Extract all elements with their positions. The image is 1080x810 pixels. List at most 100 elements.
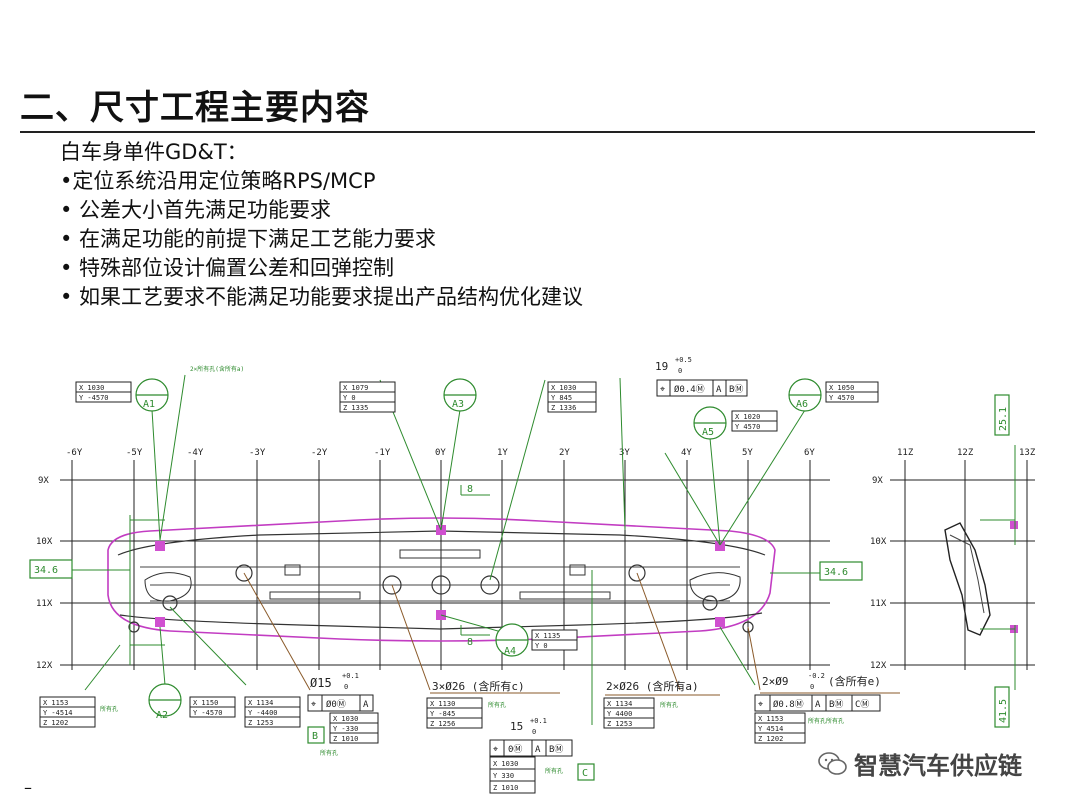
grid-label: 4Y bbox=[681, 448, 692, 458]
datum-label-a1: A1 bbox=[143, 399, 155, 410]
svg-text:所有孔: 所有孔 bbox=[545, 767, 563, 775]
svg-text:+0.1: +0.1 bbox=[530, 717, 547, 725]
grid-label: 0Y bbox=[435, 448, 446, 458]
svg-text:Y 4570: Y 4570 bbox=[735, 423, 760, 431]
svg-text:2×Ø9: 2×Ø9 bbox=[762, 675, 789, 688]
svg-text:Z 1010: Z 1010 bbox=[493, 784, 518, 792]
svg-text:⌖: ⌖ bbox=[493, 745, 498, 755]
hole-15-lower-callout: 15 +0.1 0 ⌖ 0Ⓜ A BⓂ bbox=[489, 717, 573, 757]
svg-text:Y 0: Y 0 bbox=[343, 394, 356, 402]
grid-label: -5Y bbox=[126, 448, 143, 458]
bullet-item: • 公差大小首先满足功能要求 bbox=[60, 198, 332, 222]
svg-text:Z 1202: Z 1202 bbox=[43, 719, 68, 727]
svg-text:X 1020: X 1020 bbox=[735, 413, 760, 421]
grid-label: 11X bbox=[36, 599, 53, 609]
bullet-item: • 特殊部位设计偏置公差和回弹控制 bbox=[60, 256, 395, 280]
grid-label: 9X bbox=[872, 476, 883, 486]
grid-label: 11Z bbox=[897, 448, 914, 458]
grid-label: 12Z bbox=[957, 448, 974, 458]
svg-text:+0.1: +0.1 bbox=[342, 672, 359, 680]
grid-label: 12X bbox=[870, 661, 887, 671]
hole-notes: 3×Ø26 (含所有c) 2×Ø26 (含所有a) 2×Ø9 -0.2 0 (含… bbox=[432, 672, 881, 693]
bullet-list: 白车身单件GD&T： •定位系统沿用定位策略RPS/MCP • 公差大小首先满足… bbox=[60, 138, 583, 312]
dim-25: 25.1 bbox=[998, 407, 1009, 431]
y-grid-lines bbox=[60, 460, 830, 670]
svg-text:X 1079: X 1079 bbox=[343, 384, 368, 392]
grid-label: -1Y bbox=[374, 448, 391, 458]
wechat-icon bbox=[818, 751, 847, 775]
fcf-top: ⌖ Ø0.4Ⓜ A BⓂ bbox=[656, 379, 748, 397]
watermark-text: 智慧汽车供应链 bbox=[854, 752, 1022, 780]
bullet-item: • 如果工艺要求不能满足功能要求提出产品结构优化建议 bbox=[60, 285, 584, 309]
svg-text:15: 15 bbox=[510, 720, 523, 733]
svg-text:X 1030: X 1030 bbox=[551, 384, 576, 392]
svg-text:0: 0 bbox=[810, 683, 814, 691]
svg-text:0: 0 bbox=[344, 683, 348, 691]
svg-text:2×所有孔(含所有a): 2×所有孔(含所有a) bbox=[190, 365, 244, 373]
svg-text:X 1150: X 1150 bbox=[193, 699, 218, 707]
watermark: 智慧汽车供应链 bbox=[818, 746, 1022, 781]
svg-text:Z 1253: Z 1253 bbox=[248, 719, 273, 727]
datum-c: C bbox=[582, 768, 588, 779]
hole-15-callout: Ø15 +0.1 0 ⌖ Ø0Ⓜ A bbox=[307, 672, 374, 712]
datum-label-a5: A5 bbox=[702, 427, 714, 438]
grid-label: 1Y bbox=[497, 448, 508, 458]
grid-label: 13Z bbox=[1019, 448, 1036, 458]
grid-label: -6Y bbox=[66, 448, 83, 458]
svg-text:Z 1010: Z 1010 bbox=[333, 735, 358, 743]
svg-text:BⓂ: BⓂ bbox=[729, 384, 743, 395]
svg-text:X 1030: X 1030 bbox=[79, 384, 104, 392]
side-view bbox=[890, 460, 1035, 670]
datum-b: B bbox=[312, 731, 318, 742]
svg-text:Y -845: Y -845 bbox=[430, 710, 455, 718]
svg-text:0Ⓜ: 0Ⓜ bbox=[508, 744, 522, 755]
title-divider bbox=[20, 131, 1035, 133]
tol-lower: 0 bbox=[678, 367, 682, 375]
datum-label-a3: A3 bbox=[452, 399, 464, 410]
grid-label: 6Y bbox=[804, 448, 815, 458]
svg-text:BⓂ: BⓂ bbox=[829, 699, 843, 710]
svg-text:Y -4570: Y -4570 bbox=[79, 394, 109, 402]
svg-text:3×Ø26 (含所有c): 3×Ø26 (含所有c) bbox=[432, 679, 525, 693]
gdt-drawing: -6Y -5Y -4Y -3Y -2Y -1Y 0Y 1Y 2Y 3Y 4Y 5… bbox=[29, 356, 1036, 794]
svg-text:A: A bbox=[716, 385, 722, 395]
svg-text:X 1050: X 1050 bbox=[829, 384, 854, 392]
svg-text:⌖: ⌖ bbox=[758, 700, 763, 710]
svg-text:Y -4400: Y -4400 bbox=[248, 709, 278, 717]
svg-text:Y 4570: Y 4570 bbox=[829, 394, 854, 402]
grid-label: 3Y bbox=[619, 448, 630, 458]
svg-text:X 1134: X 1134 bbox=[248, 699, 273, 707]
leader-lines bbox=[60, 374, 1016, 725]
svg-text:(含所有e): (含所有e) bbox=[828, 674, 881, 688]
svg-text:Y -4570: Y -4570 bbox=[193, 709, 223, 717]
svg-text:⌖: ⌖ bbox=[660, 385, 665, 395]
grid-label: -3Y bbox=[249, 448, 266, 458]
svg-text:Z 1256: Z 1256 bbox=[430, 720, 455, 728]
svg-text:所有孔: 所有孔 bbox=[660, 701, 678, 709]
bullet-heading: 白车身单件GD&T： bbox=[60, 140, 248, 164]
datum-label-a6: A6 bbox=[796, 399, 808, 410]
svg-text:X 1153: X 1153 bbox=[43, 699, 68, 707]
grid-label: 10X bbox=[870, 537, 887, 547]
bullet-item: •定位系统沿用定位策略RPS/MCP bbox=[60, 169, 376, 193]
svg-text:Y 4514: Y 4514 bbox=[758, 725, 783, 733]
dim-34-right: 34.6 bbox=[824, 567, 848, 578]
svg-text:CⓂ: CⓂ bbox=[855, 699, 869, 710]
svg-text:2×Ø26 (含所有a): 2×Ø26 (含所有a) bbox=[606, 679, 699, 693]
bullet-item: • 在满足功能的前提下满足工艺能力要求 bbox=[60, 227, 437, 251]
svg-text:Z 1202: Z 1202 bbox=[758, 735, 783, 743]
svg-text:Y 330: Y 330 bbox=[493, 772, 514, 780]
grid-label: -2Y bbox=[311, 448, 328, 458]
svg-text:X 1030: X 1030 bbox=[333, 715, 358, 723]
grid-label: 5Y bbox=[742, 448, 753, 458]
svg-text:Y -330: Y -330 bbox=[333, 725, 358, 733]
grid-label: 9X bbox=[38, 476, 49, 486]
svg-text:所有孔: 所有孔 bbox=[100, 705, 118, 713]
dimension-boxes bbox=[29, 394, 1010, 781]
svg-text:Ø0.4Ⓜ: Ø0.4Ⓜ bbox=[674, 384, 705, 395]
datum-targets bbox=[135, 378, 822, 717]
svg-text:所有孔: 所有孔 bbox=[488, 701, 506, 709]
svg-text:所有孔所有孔: 所有孔所有孔 bbox=[808, 717, 844, 725]
datum-label-a2: A2 bbox=[156, 710, 168, 721]
svg-text:所有孔: 所有孔 bbox=[320, 749, 338, 757]
